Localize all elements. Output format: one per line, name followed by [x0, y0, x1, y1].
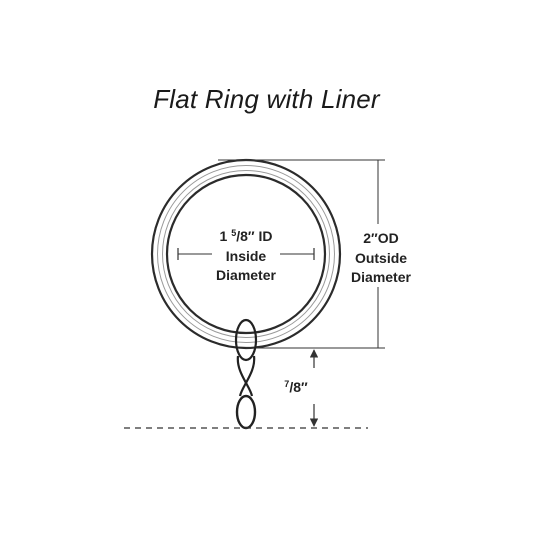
outer-diameter-label-line1: 2″OD	[363, 230, 399, 246]
outer-diameter-dimension	[218, 159, 385, 349]
eyelet-twist-left	[236, 355, 254, 397]
drop-dimension	[124, 349, 368, 429]
diagram-title: Flat Ring with Liner	[153, 84, 380, 114]
eyelet-twist-right	[238, 355, 256, 397]
ring-band	[158, 166, 334, 342]
outer-diameter-label-line3: Diameter	[351, 269, 411, 285]
ring-inner-edge	[165, 173, 327, 335]
eyelet-upper-loop	[234, 318, 258, 362]
inner-diameter-label-line3: Diameter	[216, 267, 276, 283]
inner-label-backdrop	[212, 244, 280, 290]
outer-diameter-label-line2: Outside	[355, 250, 407, 266]
inner-diameter-label-line2: Inside	[226, 248, 267, 264]
eyelet-lower-loop	[235, 394, 257, 430]
ring-eyelet	[234, 318, 258, 430]
inner-diameter-dimension	[177, 244, 315, 290]
inner-diameter-label-line1: 1 5/8″ ID	[220, 228, 273, 244]
drop-label: 7/8″	[284, 379, 308, 395]
